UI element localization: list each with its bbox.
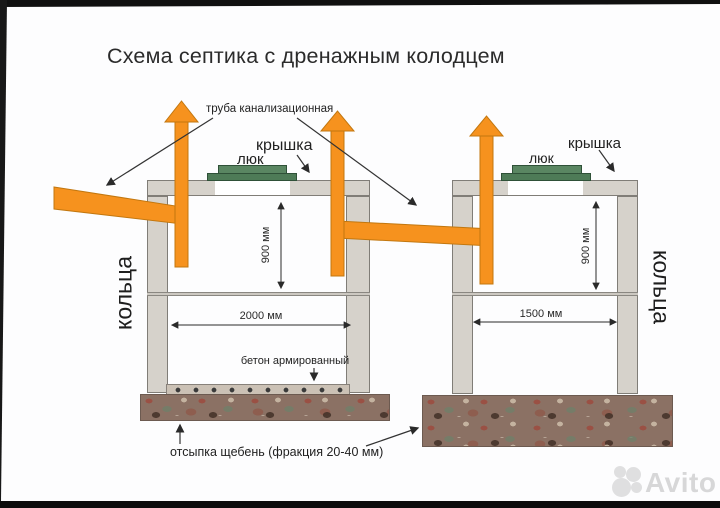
avito-watermark-text: Avito bbox=[645, 467, 717, 498]
sewer-pipe-leader-right bbox=[296, 117, 418, 206]
vent-pipe-1-shaft bbox=[174, 120, 189, 268]
tank1-ring-joint bbox=[147, 292, 370, 296]
vent-pipe-1-arrowhead bbox=[163, 100, 200, 123]
tank1-rings-label: кольца bbox=[110, 256, 137, 330]
tank1-width-dimension: 2000 мм bbox=[239, 310, 283, 322]
vent-pipe-3-arrowhead bbox=[468, 115, 505, 137]
transfer-pipe bbox=[336, 220, 493, 247]
tank2-ring-joint bbox=[452, 292, 638, 296]
rebar-dots bbox=[169, 386, 347, 394]
gravel-leader-diagonal bbox=[365, 426, 420, 447]
reinforced-concrete-label: бетон армированный bbox=[240, 355, 350, 367]
vent-pipe-3-shaft bbox=[479, 134, 494, 285]
tank1-gravel-pad bbox=[140, 394, 390, 421]
page-title: Схема септика с дренажным колодцем bbox=[107, 44, 505, 68]
tank2-hatch-lid-upper bbox=[512, 165, 582, 174]
cover2-leader bbox=[598, 149, 615, 173]
avito-logo-circle-4 bbox=[631, 482, 642, 493]
vent-pipe-2-arrowhead bbox=[319, 110, 356, 132]
tank1-hatch-opening bbox=[215, 181, 290, 195]
tank2-height-dimension: 900 мм bbox=[580, 227, 592, 265]
tank2-width-dimension: 1500 мм bbox=[519, 308, 563, 320]
tank2-rings-label: кольца bbox=[648, 250, 675, 324]
sewer-pipe-leader-left bbox=[105, 117, 214, 186]
avito-logo-circle-3 bbox=[612, 478, 631, 497]
tank2-hatch-opening bbox=[508, 181, 583, 195]
avito-logo-circle-2 bbox=[626, 467, 641, 482]
tank1-height-dimension: 900 мм bbox=[260, 226, 272, 264]
tank2-cover-label: крышка bbox=[568, 135, 621, 152]
gravel-fill-label: отсыпка щебень (фракция 20-40 мм) bbox=[170, 445, 384, 459]
sewer-pipe-label: труба канализационная bbox=[206, 103, 334, 115]
bottom-letterbox-bar bbox=[0, 501, 720, 508]
cover1-leader bbox=[296, 154, 310, 174]
tank2-gravel-pad bbox=[422, 395, 673, 447]
tank2-hatch-label: люк bbox=[529, 150, 554, 166]
tank1-hatch-label: люк bbox=[237, 151, 264, 168]
tank1-hatch-lid-upper bbox=[218, 165, 287, 174]
inlet-pipe bbox=[53, 186, 183, 225]
tank1-cover-label: крышка bbox=[256, 137, 313, 154]
vent-pipe-2-shaft bbox=[330, 129, 345, 277]
avito-logo-circle-1 bbox=[614, 466, 626, 478]
left-edge-shadow bbox=[0, 0, 7, 501]
top-letterbox-bar bbox=[0, 0, 720, 7]
